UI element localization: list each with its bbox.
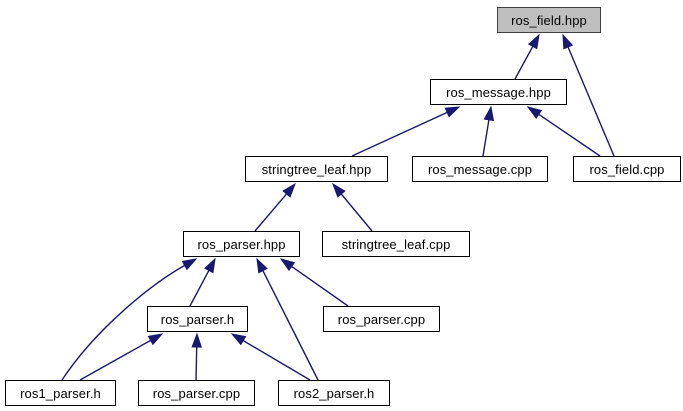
graph-edge	[291, 265, 349, 307]
graph-edge-arrowhead	[147, 333, 164, 346]
graph-edge	[242, 340, 311, 381]
graph-edge-arrowhead	[526, 106, 543, 119]
graph-node-ros-message-cpp[interactable]: ros_message.cpp	[412, 156, 548, 182]
graph-node-ros-parser-cpp-bot[interactable]: ros_parser.cpp	[138, 380, 255, 406]
graph-node-stringtree-leaf-hpp[interactable]: stringtree_leaf.hpp	[245, 156, 388, 182]
graph-node-ros-field-cpp[interactable]: ros_field.cpp	[573, 156, 681, 182]
graph-edge	[340, 193, 373, 232]
graph-node-label: ros_message.hpp	[446, 84, 551, 100]
graph-node-label: ros_parser.cpp	[337, 311, 426, 327]
graph-node-label: ros2_parser.h	[293, 385, 375, 401]
graph-edge	[254, 193, 288, 232]
graph-node-label: ros1_parser.h	[20, 385, 101, 401]
graph-edge-arrowhead	[256, 257, 268, 274]
graph-edge-arrowhead	[483, 105, 495, 122]
graph-node-label: ros_parser.hpp	[197, 236, 286, 252]
graph-node-ros-parser-h[interactable]: ros_parser.h	[147, 306, 248, 332]
graph-node-stringtree-leaf-cpp[interactable]: stringtree_leaf.cpp	[322, 231, 470, 257]
graph-node-label: ros_parser.cpp	[152, 385, 241, 401]
graph-node-label: ros_field.hpp	[511, 12, 587, 28]
graph-edge-arrowhead	[282, 182, 296, 198]
graph-node-label: stringtree_leaf.hpp	[261, 161, 372, 177]
graph-edge-arrowhead	[444, 106, 461, 118]
graph-edge-arrowhead	[527, 33, 540, 50]
graph-node-label: stringtree_leaf.cpp	[341, 236, 451, 252]
graph-edge-arrowhead	[181, 258, 198, 271]
graph-edge	[567, 46, 615, 157]
graph-edge	[514, 46, 534, 80]
graph-node-label: ros_message.cpp	[427, 161, 533, 177]
graph-edge-arrowhead	[230, 333, 247, 346]
graph-node-ros-message-hpp[interactable]: ros_message.hpp	[430, 79, 567, 105]
graph-node-ros2-parser-h[interactable]: ros2_parser.h	[278, 380, 390, 406]
graph-edge-arrowhead	[191, 332, 203, 348]
graph-node-ros-parser-cpp-mid[interactable]: ros_parser.cpp	[323, 306, 440, 332]
graph-node-ros-parser-hpp[interactable]: ros_parser.hpp	[183, 231, 300, 257]
graph-edge	[262, 270, 319, 381]
graph-edge	[538, 113, 601, 157]
graph-edge	[195, 346, 198, 381]
graph-node-ros-field-hpp[interactable]: ros_field.hpp	[497, 7, 601, 33]
graph-edge-arrowhead	[562, 33, 574, 50]
graph-edge	[79, 339, 152, 381]
graph-node-label: ros_parser.h	[160, 311, 235, 327]
graph-edge	[351, 111, 448, 157]
graph-node-ros1-parser-h[interactable]: ros1_parser.h	[5, 380, 116, 406]
graph-edge	[189, 270, 210, 307]
graph-edge-arrowhead	[203, 257, 216, 274]
graph-node-label: ros_field.cpp	[589, 161, 665, 177]
graph-edge-arrowhead	[332, 182, 346, 198]
graph-edge	[482, 119, 490, 157]
graph-edge-arrowhead	[279, 258, 296, 272]
